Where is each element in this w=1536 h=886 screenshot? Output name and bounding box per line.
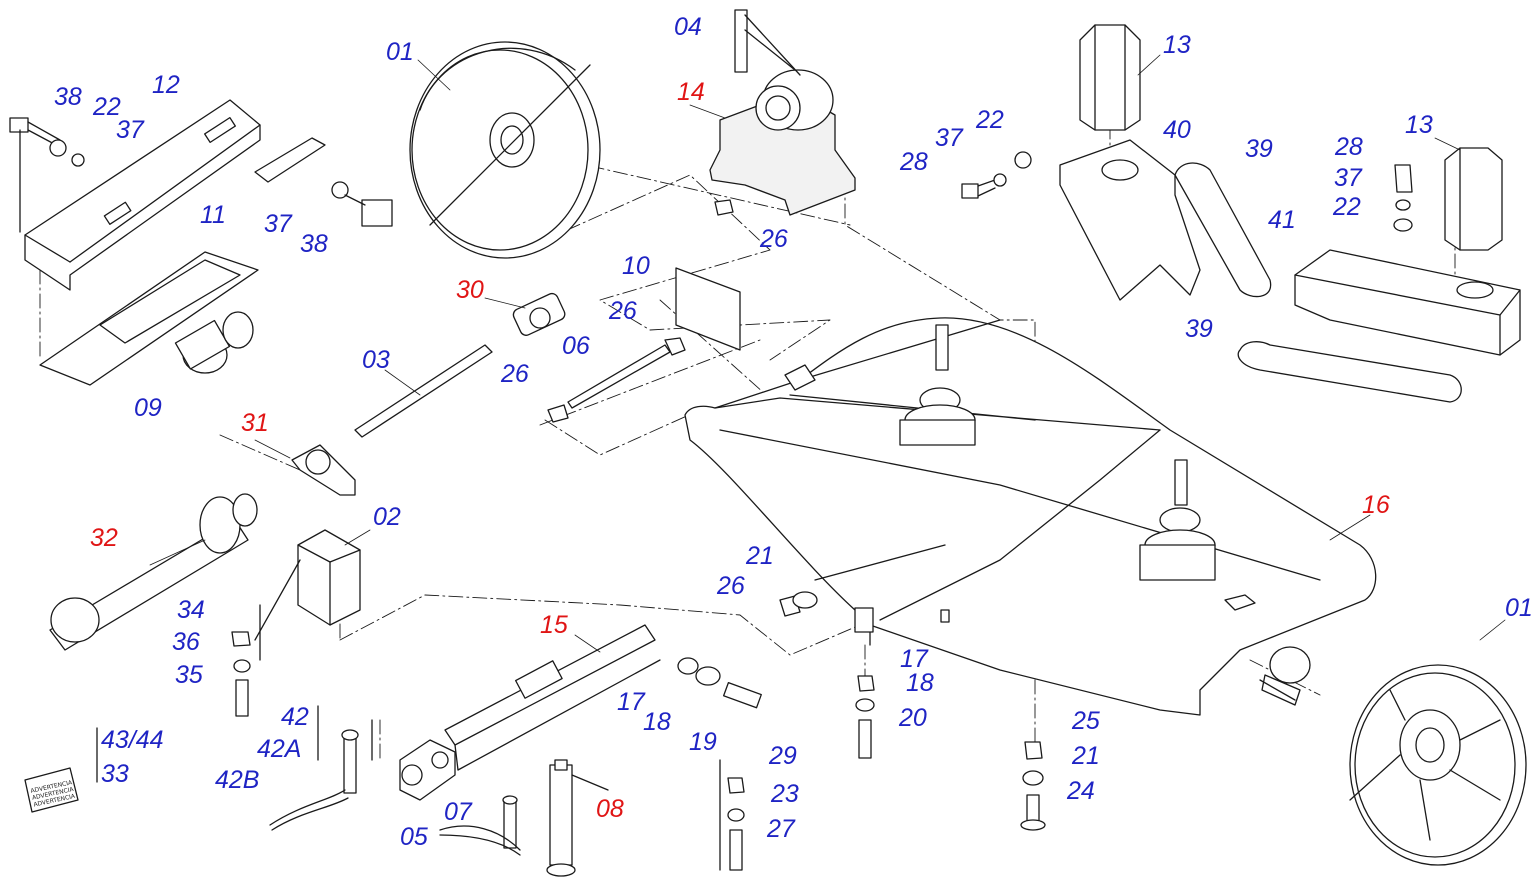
label-washer-23: 23	[771, 780, 799, 808]
label-nut-26-d: 26	[717, 572, 745, 600]
label-bolt-28-b: 28	[1335, 133, 1363, 161]
label-washer-37-c: 37	[935, 124, 963, 152]
decal-43-44	[24, 727, 98, 813]
guard-09	[39, 251, 259, 386]
support-02	[297, 529, 361, 626]
label-drawbar-15: 15	[540, 611, 568, 639]
label-washer-22-a: 22	[93, 93, 121, 121]
label-motor-13-right: 13	[1405, 111, 1433, 139]
label-nut-26-c: 26	[501, 360, 529, 388]
label-gearbox-14: 14	[677, 78, 705, 106]
label-bolt-38-b: 38	[300, 230, 328, 258]
hardware-17-18-20	[855, 675, 875, 759]
label-bracket-11: 11	[200, 201, 226, 229]
label-guard-41: 41	[1268, 206, 1296, 234]
label-bearing-31: 31	[241, 409, 269, 437]
shaft-06	[547, 199, 734, 423]
leader-lines	[149, 54, 1506, 653]
label-bolt-38-a: 38	[54, 83, 82, 111]
bearing-31	[291, 444, 356, 496]
hardware-28-37-22-right	[1393, 164, 1413, 232]
label-wheel-bottom: 01	[1505, 594, 1533, 622]
label-pin-04: 04	[674, 13, 702, 41]
hardware-26-21	[779, 544, 946, 617]
label-clip-42b: 42B	[215, 766, 260, 794]
label-support-02: 02	[373, 503, 401, 531]
label-nut-17-b: 17	[900, 645, 928, 673]
label-washer-22-c: 22	[1333, 193, 1361, 221]
label-washer-21-a: 21	[746, 542, 774, 570]
label-belt-39-b: 39	[1185, 315, 1213, 343]
label-decal-43-44: 43/44	[101, 726, 164, 754]
label-shaft-03: 03	[362, 346, 390, 374]
drawbar-15	[399, 624, 661, 801]
shaft-03	[354, 344, 493, 438]
pins	[269, 719, 521, 856]
label-washer-37-a: 37	[116, 116, 144, 144]
label-pto-32: 32	[90, 524, 118, 552]
label-ujoint-30: 30	[456, 276, 484, 304]
label-nut-17-a: 17	[617, 688, 645, 716]
label-guard-12: 12	[152, 71, 180, 99]
deck-16	[684, 317, 1377, 716]
label-pin-42: 42	[281, 703, 309, 731]
label-motor-13-left: 13	[1163, 31, 1191, 59]
label-pin-05: 05	[400, 823, 428, 851]
label-decal-33: 33	[101, 760, 129, 788]
hardware-29-23-27	[719, 759, 745, 871]
label-washer-36: 36	[172, 628, 200, 656]
label-washer-37-b: 37	[264, 210, 292, 238]
gearbox	[709, 9, 856, 216]
label-pin-42a: 42A	[257, 735, 302, 763]
label-washer-18-b: 18	[906, 669, 934, 697]
wheel-bottom	[1349, 664, 1527, 866]
label-washer-37-d: 37	[1334, 164, 1362, 192]
label-nut-26-a: 26	[760, 225, 788, 253]
label-washer-18-a: 18	[643, 708, 671, 736]
guard-40	[1059, 139, 1201, 301]
hardware-top-left	[9, 117, 393, 233]
label-shaft-06: 06	[562, 332, 590, 360]
motor-13-left	[1079, 24, 1141, 131]
label-deck-16: 16	[1362, 491, 1390, 519]
guard-41	[1294, 249, 1521, 356]
label-nut-26-b: 26	[609, 297, 637, 325]
wheel-top	[409, 41, 601, 259]
label-washer-22-b: 22	[976, 106, 1004, 134]
hardware-17-18-19	[677, 657, 762, 709]
label-washer-21-b: 21	[1072, 742, 1100, 770]
hardware-28-37-22-left	[961, 151, 1032, 199]
label-bolt-20: 20	[899, 704, 927, 732]
belts-39	[1174, 162, 1462, 403]
label-plate-10: 10	[622, 252, 650, 280]
jack-08	[546, 759, 609, 877]
label-jack-08: 08	[596, 795, 624, 823]
bracket-11	[254, 137, 326, 183]
guard-12	[24, 99, 261, 291]
label-nut-34: 34	[177, 596, 205, 624]
label-wheel-top: 01	[386, 38, 414, 66]
label-bolt-24: 24	[1067, 777, 1095, 805]
motor-13-right	[1444, 147, 1503, 251]
hardware-34-36-35	[231, 559, 301, 717]
pto-shaft-32	[49, 493, 258, 651]
label-bolt-19: 19	[689, 728, 717, 756]
label-bolt-35: 35	[175, 661, 203, 689]
label-nut-25: 25	[1072, 707, 1100, 735]
hardware-25-21-24	[1020, 741, 1046, 831]
label-guard-09: 09	[134, 394, 162, 422]
plate-10	[675, 267, 741, 351]
label-bolt-27: 27	[767, 815, 795, 843]
label-pin-07: 07	[444, 798, 472, 826]
label-nut-29: 29	[769, 742, 797, 770]
label-guard-40: 40	[1163, 116, 1191, 144]
label-belt-39-a: 39	[1245, 135, 1273, 163]
label-bolt-28-a: 28	[900, 148, 928, 176]
ujoint-30	[512, 292, 566, 336]
